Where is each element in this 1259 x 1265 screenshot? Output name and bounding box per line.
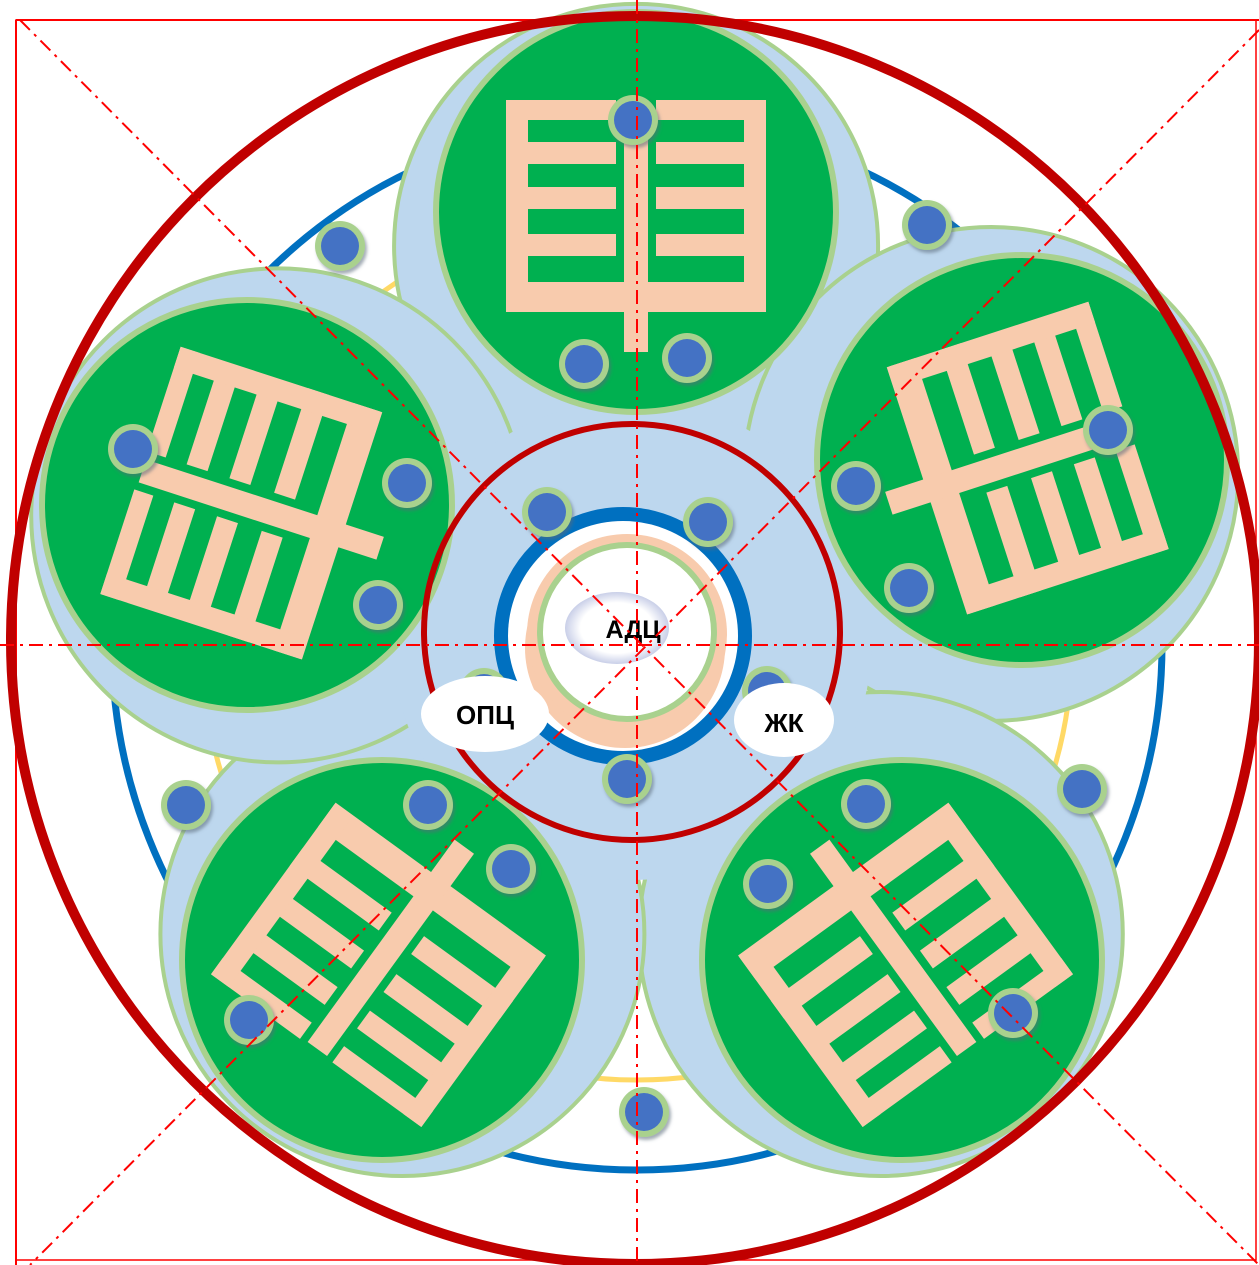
pod-stripe — [506, 100, 528, 310]
node-dot-icon — [749, 865, 787, 903]
pod-stripe — [656, 142, 746, 164]
node-dot-icon — [565, 345, 603, 383]
node-dot-icon — [114, 430, 152, 468]
pod-left — [42, 300, 452, 710]
node-dot-icon — [1063, 770, 1101, 808]
node-dot-icon — [409, 786, 447, 824]
center-label: АДЦ — [605, 616, 661, 644]
node-dot-icon — [321, 227, 359, 265]
node-dot-icon — [890, 569, 928, 607]
node-dot-icon — [1089, 411, 1127, 449]
node-dot-icon — [359, 586, 397, 624]
node-dot-icon — [668, 339, 706, 377]
node-dot-icon — [625, 1093, 663, 1131]
pod-bottom-right — [702, 760, 1102, 1160]
pod-bottom-left — [182, 760, 582, 1160]
node-dot-icon — [167, 786, 205, 824]
node-dot-icon — [689, 503, 727, 541]
pod-stripe — [526, 187, 616, 209]
node-dot-icon — [614, 101, 652, 139]
node-dot-icon — [908, 206, 946, 244]
node-dot-icon — [388, 464, 426, 502]
pod-stripe — [744, 100, 766, 310]
pod-stripe — [526, 142, 616, 164]
node-dot-icon — [230, 1001, 268, 1039]
node-dot-icon — [847, 785, 885, 823]
node-dot-icon — [608, 760, 646, 798]
node-dot-icon — [837, 467, 875, 505]
pod-stripe — [656, 187, 746, 209]
node-dot-icon — [994, 994, 1032, 1032]
bottom-right-label: ЖК — [763, 708, 803, 738]
bottom-left-label: ОПЦ — [456, 700, 514, 730]
node-dot-icon — [492, 850, 530, 888]
node-dot-icon — [528, 493, 566, 531]
